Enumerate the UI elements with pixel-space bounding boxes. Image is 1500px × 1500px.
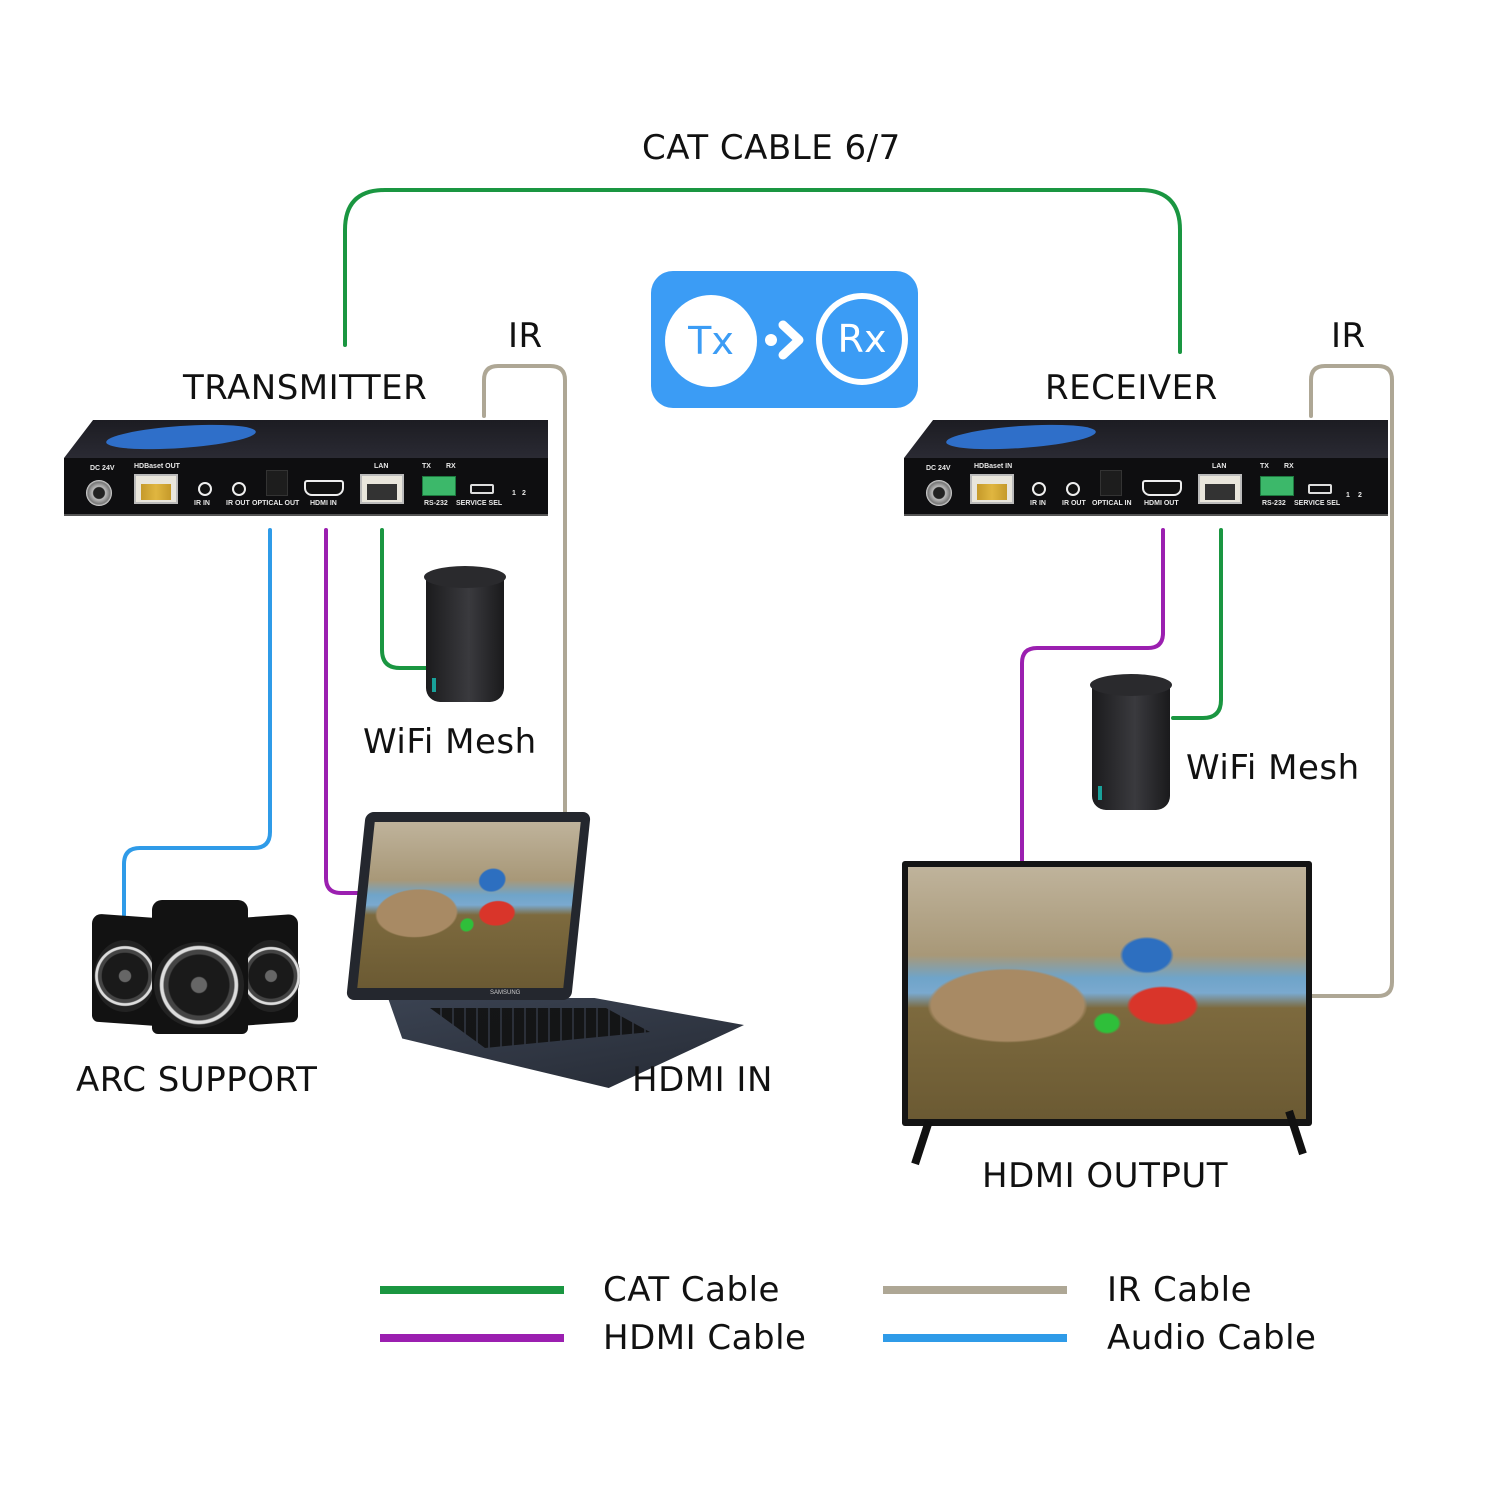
audio-cable <box>122 528 272 917</box>
cat-cable-rx-mesh <box>1171 528 1223 720</box>
switch-label: 2 <box>1358 492 1362 499</box>
rx-ir-label: IR <box>1331 316 1366 356</box>
port-label: RS-232 <box>424 500 448 507</box>
port-label: HDMI IN <box>310 500 337 507</box>
tx-wifi-mesh-router <box>424 566 506 702</box>
hdmi-in-label: HDMI IN <box>632 1060 773 1100</box>
hdmi-cable-rx <box>1020 528 1165 864</box>
chevron-right-icon <box>765 320 804 360</box>
tv-screen-image <box>908 867 1306 1119</box>
hdbaset-in-port <box>970 474 1014 504</box>
legend-label-ir: IR Cable <box>1107 1270 1252 1310</box>
switch-label: 1 <box>512 490 516 497</box>
hdmi-cable-tx <box>324 528 367 895</box>
receiver-label: RECEIVER <box>1045 368 1218 408</box>
cat-cable-tx-mesh <box>380 528 434 670</box>
tx-wifi-mesh-label: WiFi Mesh <box>363 722 537 762</box>
ir-out-jack <box>1066 482 1080 496</box>
rs232-terminal <box>422 476 456 496</box>
switch-label: 2 <box>522 490 526 497</box>
ir-cable-rx <box>1309 364 1394 998</box>
port-label: IR OUT <box>226 500 250 507</box>
ir-out-jack <box>232 482 246 496</box>
port-label: HDMI OUT <box>1144 500 1179 507</box>
rx-circle: Rx <box>816 293 908 385</box>
port-label: RS-232 <box>1262 500 1286 507</box>
cat-cable-main <box>343 188 1182 354</box>
port-label: LAN <box>1212 463 1227 470</box>
ir-cable-tx <box>482 364 567 817</box>
switch-label: 1 <box>1346 492 1350 499</box>
port-label: IR OUT <box>1062 500 1086 507</box>
hdmi-in-port <box>304 480 344 496</box>
port-label: IR IN <box>1030 500 1046 507</box>
ir-in-jack <box>1032 482 1046 496</box>
transmitter-device: DC 24V HDBaset OUT IR IN IR OUT OPTICAL … <box>64 420 548 516</box>
port-label: TX <box>1260 463 1269 470</box>
ir-in-jack <box>198 482 212 496</box>
dc-power-port <box>86 480 112 506</box>
port-label: OPTICAL OUT <box>252 500 300 507</box>
rs232-terminal <box>1260 476 1294 496</box>
legend-swatch-audio <box>883 1334 1067 1342</box>
receiver-device: DC 24V HDBaset IN IR IN IR OUT OPTICAL I… <box>904 420 1388 516</box>
lan-port <box>1198 474 1242 504</box>
tx-ir-label: IR <box>508 316 543 356</box>
cat-cable-title: CAT CABLE 6/7 <box>642 128 901 168</box>
laptop-screen-image <box>357 822 581 988</box>
port-label: HDBaset IN <box>974 463 1013 470</box>
port-label: TX <box>422 463 431 470</box>
legend-swatch-hdmi <box>380 1334 564 1342</box>
port-label: RX <box>1284 463 1294 470</box>
service-usb-port <box>470 484 494 494</box>
port-label: IR IN <box>194 500 210 507</box>
port-label: RX <box>446 463 456 470</box>
legend-swatch-cat <box>380 1286 564 1294</box>
port-label: SERVICE SEL <box>456 500 503 507</box>
legend-swatch-ir <box>883 1286 1067 1294</box>
legend-label-hdmi: HDMI Cable <box>603 1318 807 1358</box>
tx-circle: Tx <box>665 295 757 387</box>
transmitter-label: TRANSMITTER <box>183 368 428 408</box>
port-label: DC 24V <box>90 465 115 472</box>
tx-rx-badge: Tx Rx <box>651 271 918 408</box>
rx-wifi-mesh-router <box>1090 674 1172 810</box>
lan-port <box>360 474 404 504</box>
dc-power-port <box>926 480 952 506</box>
hdmi-output-label: HDMI OUTPUT <box>982 1156 1228 1196</box>
laptop-brand: SAMSUNG <box>490 990 521 996</box>
legend-label-cat: CAT Cable <box>603 1270 780 1310</box>
hdbaset-out-port <box>134 474 178 504</box>
port-label: OPTICAL IN <box>1092 500 1132 507</box>
service-usb-port <box>1308 484 1332 494</box>
hdmi-out-port <box>1142 480 1182 496</box>
port-label: DC 24V <box>926 465 951 472</box>
arc-support-label: ARC SUPPORT <box>76 1060 318 1100</box>
optical-in-port <box>1100 470 1122 496</box>
legend-label-audio: Audio Cable <box>1107 1318 1317 1358</box>
port-label: SERVICE SEL <box>1294 500 1341 507</box>
port-label: HDBaset OUT <box>134 463 180 470</box>
optical-out-port <box>266 470 288 496</box>
port-label: LAN <box>374 463 389 470</box>
rx-wifi-mesh-label: WiFi Mesh <box>1186 748 1360 788</box>
